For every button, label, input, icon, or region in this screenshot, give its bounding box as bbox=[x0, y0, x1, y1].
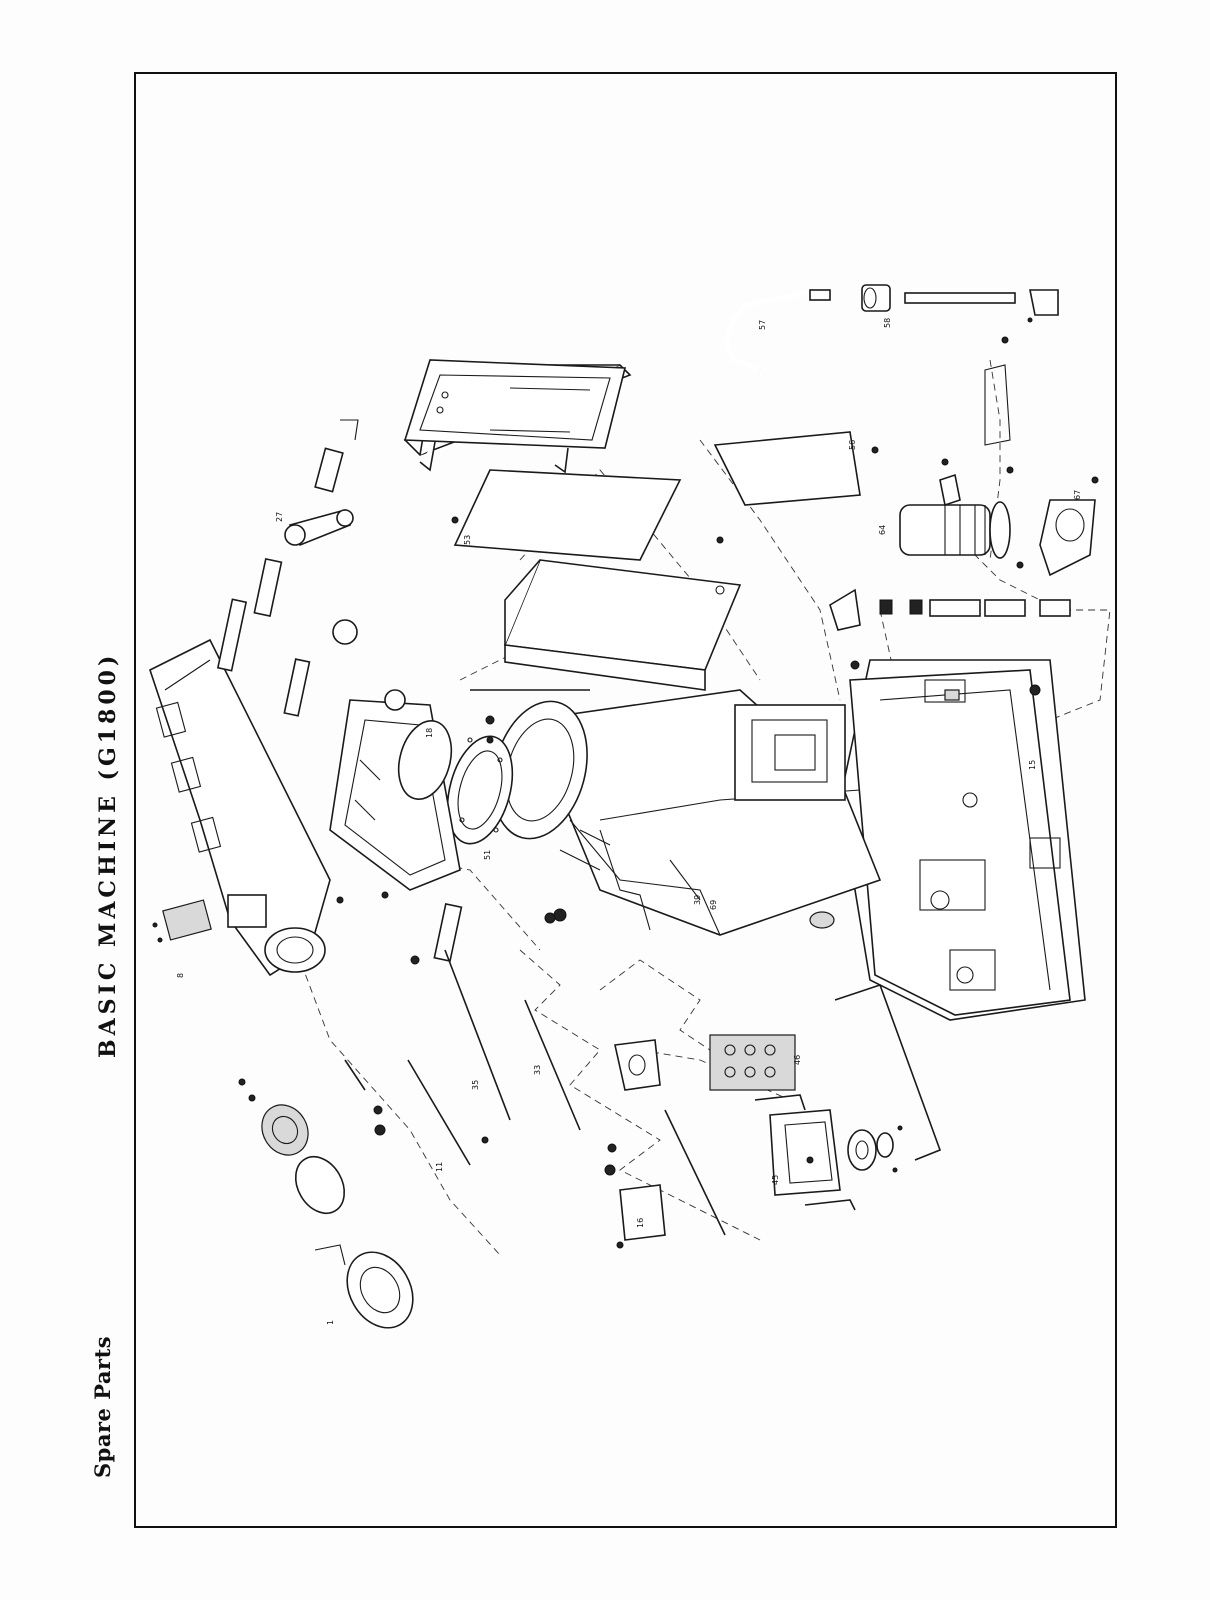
cover-panel-side bbox=[503, 559, 742, 691]
shaft-assembly bbox=[216, 557, 463, 963]
control-box bbox=[754, 1094, 856, 1211]
pipe-fittings-row bbox=[829, 588, 1071, 631]
chuck-plate bbox=[261, 1104, 414, 1329]
carriage-apron bbox=[614, 1039, 666, 1241]
callout-label: 45 bbox=[771, 1175, 780, 1185]
callout-label: 27 bbox=[275, 512, 284, 522]
cover-panel-lower bbox=[713, 431, 861, 506]
fasteners bbox=[152, 317, 1099, 1249]
callout-label: 53 bbox=[463, 535, 472, 545]
gasket-ring bbox=[446, 735, 514, 845]
control-knobs bbox=[809, 911, 894, 1171]
lead-screw bbox=[470, 689, 726, 1236]
callout-label: 1 bbox=[326, 1320, 335, 1325]
coolant-tray bbox=[329, 699, 461, 891]
handle-lever bbox=[284, 419, 359, 547]
diagram-frame bbox=[134, 72, 1117, 1528]
motor bbox=[899, 473, 1011, 559]
callout-label: 35 bbox=[471, 1080, 480, 1090]
callout-label: 39 bbox=[693, 895, 702, 905]
control-panel bbox=[709, 1034, 796, 1091]
headstock-housing bbox=[149, 638, 331, 977]
bent-rod bbox=[834, 983, 942, 1161]
callout-label: 33 bbox=[533, 1065, 542, 1075]
coolant-pipe bbox=[724, 289, 1016, 373]
callout-label: 51 bbox=[483, 850, 492, 860]
base-cabinet bbox=[839, 659, 1086, 1021]
callout-label: 46 bbox=[793, 1055, 802, 1065]
callout-label: 18 bbox=[425, 728, 434, 738]
callout-label: 58 bbox=[883, 318, 892, 328]
pipe-coupling bbox=[861, 284, 1059, 446]
callout-label: 57 bbox=[758, 320, 767, 330]
callout-label: 16 bbox=[636, 1218, 645, 1228]
callout-label: 15 bbox=[1028, 760, 1037, 770]
callout-label: 8 bbox=[176, 973, 185, 978]
callout-labels: 39 69 15 8 16 18 53 56 64 67 57 58 45 46… bbox=[176, 318, 1082, 1325]
column-body bbox=[492, 689, 882, 936]
motor-bracket bbox=[1039, 499, 1096, 577]
callout-label: 69 bbox=[709, 900, 718, 910]
cover-panel-top bbox=[403, 359, 682, 561]
callout-label: 67 bbox=[1073, 490, 1082, 500]
callout-label: 11 bbox=[435, 1162, 444, 1172]
feed-rod bbox=[344, 949, 511, 1166]
callout-label: 56 bbox=[848, 440, 857, 450]
callout-label: 64 bbox=[878, 525, 887, 535]
